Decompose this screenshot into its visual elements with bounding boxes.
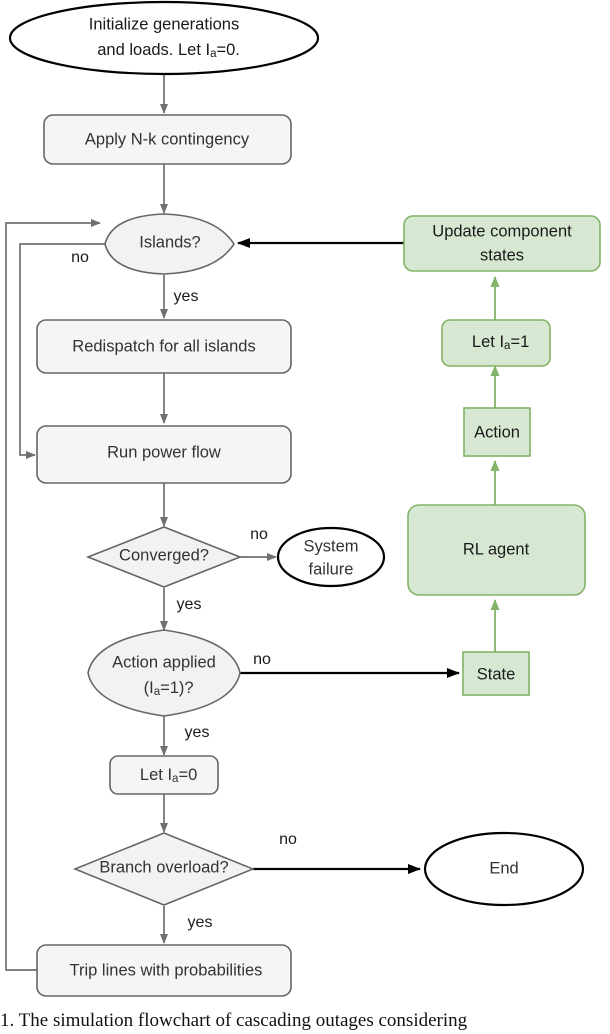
actionapplied-label-line2: (Ia=1)? xyxy=(102,679,225,698)
actionapplied-decision-shape xyxy=(87,629,241,717)
node-apply-contingency[interactable]: Apply N-k contingency xyxy=(43,114,292,165)
node-trip-lines[interactable]: Trip lines with probabilities xyxy=(36,944,292,997)
figure-caption: 1. The simulation flowchart of cascading… xyxy=(0,1010,468,1031)
node-run-power-flow[interactable]: Run power flow xyxy=(36,425,292,484)
node-rl-agent[interactable]: RL agent xyxy=(407,504,586,596)
node-action[interactable]: Action xyxy=(463,407,531,457)
action-label: Action xyxy=(474,423,520,441)
rlagent-label: RL agent xyxy=(463,540,530,558)
node-converged-decision[interactable]: Converged? xyxy=(85,526,243,588)
edge-label-action-yes: yes xyxy=(185,724,210,741)
updatestates-label-line1: Update component xyxy=(432,222,572,240)
actionapplied-label-line1: Action applied xyxy=(112,653,216,671)
overload-decision-shape xyxy=(72,832,256,906)
node-update-component-states[interactable]: Update component states xyxy=(403,215,601,272)
converged-decision-shape xyxy=(85,526,243,588)
node-branch-overload-decision[interactable]: Branch overload? xyxy=(72,832,256,906)
edge-label-overload-no: no xyxy=(279,831,297,848)
sysfail-shape xyxy=(276,526,386,588)
letia0-shape xyxy=(109,755,219,795)
islands-label: Islands? xyxy=(139,233,200,251)
state-shape xyxy=(462,651,530,696)
edge-tripline-to-islands-loop xyxy=(5,219,101,971)
edge-label-overload-yes: yes xyxy=(188,914,213,931)
sysfail-label-line1: System xyxy=(303,537,358,555)
converged-label: Converged? xyxy=(119,546,209,564)
node-end[interactable]: End xyxy=(423,831,585,907)
node-redispatch[interactable]: Redispatch for all islands xyxy=(36,319,292,374)
powerflow-shape xyxy=(36,425,292,484)
edge-islands-no-to-powerflow xyxy=(19,243,105,459)
start-label-line2: and loads. Let Ia=0. xyxy=(56,41,272,60)
tripline-label: Trip lines with probabilities xyxy=(70,961,263,979)
node-let-ia-1[interactable]: Let Ia=1 xyxy=(431,319,562,367)
node-islands-decision[interactable]: Islands? xyxy=(104,213,235,275)
sysfail-label-line2: failure xyxy=(309,560,354,578)
node-action-applied-decision[interactable]: Action applied (Ia=1)? xyxy=(87,629,241,717)
node-let-ia-0[interactable]: Let Ia=0 xyxy=(99,755,230,795)
edge-label-islands-no: no xyxy=(71,249,89,266)
node-start[interactable]: Initialize generations and loads. Let Ia… xyxy=(8,0,320,76)
edge-label-converged-yes: yes xyxy=(177,596,202,613)
end-shape xyxy=(423,831,585,907)
rlagent-shape xyxy=(407,504,586,596)
redispatch-shape xyxy=(36,319,292,374)
start-label-line1: Initialize generations xyxy=(89,15,239,33)
edge-label-converged-no: no xyxy=(250,526,268,543)
letia0-label: Let Ia=0 xyxy=(99,766,230,785)
start-terminator-shape xyxy=(8,0,320,76)
islands-decision-shape xyxy=(104,213,235,275)
tripline-shape xyxy=(36,944,292,997)
redispatch-label: Redispatch for all islands xyxy=(72,337,255,355)
overload-label: Branch overload? xyxy=(99,858,228,876)
letia1-label: Let Ia=1 xyxy=(431,333,562,352)
node-system-failure[interactable]: System failure xyxy=(276,526,386,588)
updatestates-shape xyxy=(403,215,601,272)
contingency-shape xyxy=(43,114,292,165)
edge-label-islands-yes: yes xyxy=(174,288,199,305)
state-label: State xyxy=(477,665,516,683)
updatestates-label-line2: states xyxy=(480,246,524,264)
end-label: End xyxy=(489,859,518,877)
edge-label-action-no: no xyxy=(253,651,271,668)
node-state[interactable]: State xyxy=(462,651,530,696)
action-shape xyxy=(463,407,531,457)
letia1-shape xyxy=(441,319,551,367)
powerflow-label: Run power flow xyxy=(107,443,221,461)
contingency-label: Apply N-k contingency xyxy=(85,130,250,148)
